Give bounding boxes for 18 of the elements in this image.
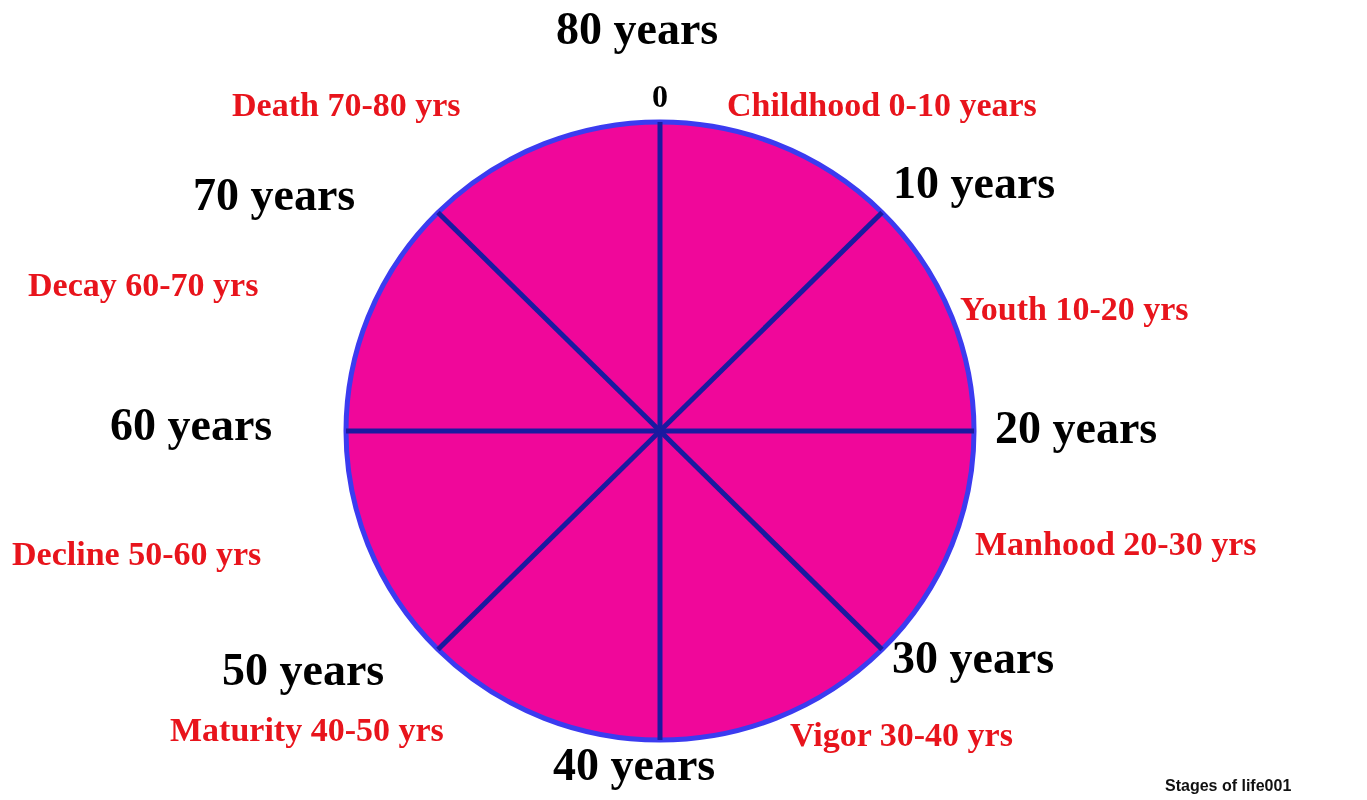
stage-label: Youth 10-20 yrs bbox=[960, 292, 1189, 326]
age-label: 0 bbox=[652, 80, 668, 112]
caption: Stages of life001 bbox=[1165, 778, 1292, 794]
age-label: 40 years bbox=[553, 742, 716, 788]
stage-label: Vigor 30-40 yrs bbox=[790, 718, 1013, 752]
stage-label: Decay 60-70 yrs bbox=[28, 268, 259, 302]
age-label: 20 years bbox=[995, 405, 1158, 451]
age-label: 70 years bbox=[193, 172, 356, 218]
age-label: 80 years bbox=[556, 6, 719, 52]
stage-label: Decline 50-60 yrs bbox=[12, 537, 262, 571]
stage-label: Childhood 0-10 years bbox=[727, 88, 1037, 122]
stage-label: Death 70-80 yrs bbox=[232, 88, 461, 122]
age-label: 50 years bbox=[222, 647, 385, 693]
age-label: 60 years bbox=[110, 402, 273, 448]
age-label: 30 years bbox=[892, 635, 1055, 681]
age-label: 10 years bbox=[893, 160, 1056, 206]
stage-label: Manhood 20-30 yrs bbox=[975, 527, 1257, 561]
stage-label: Maturity 40-50 yrs bbox=[170, 713, 444, 747]
